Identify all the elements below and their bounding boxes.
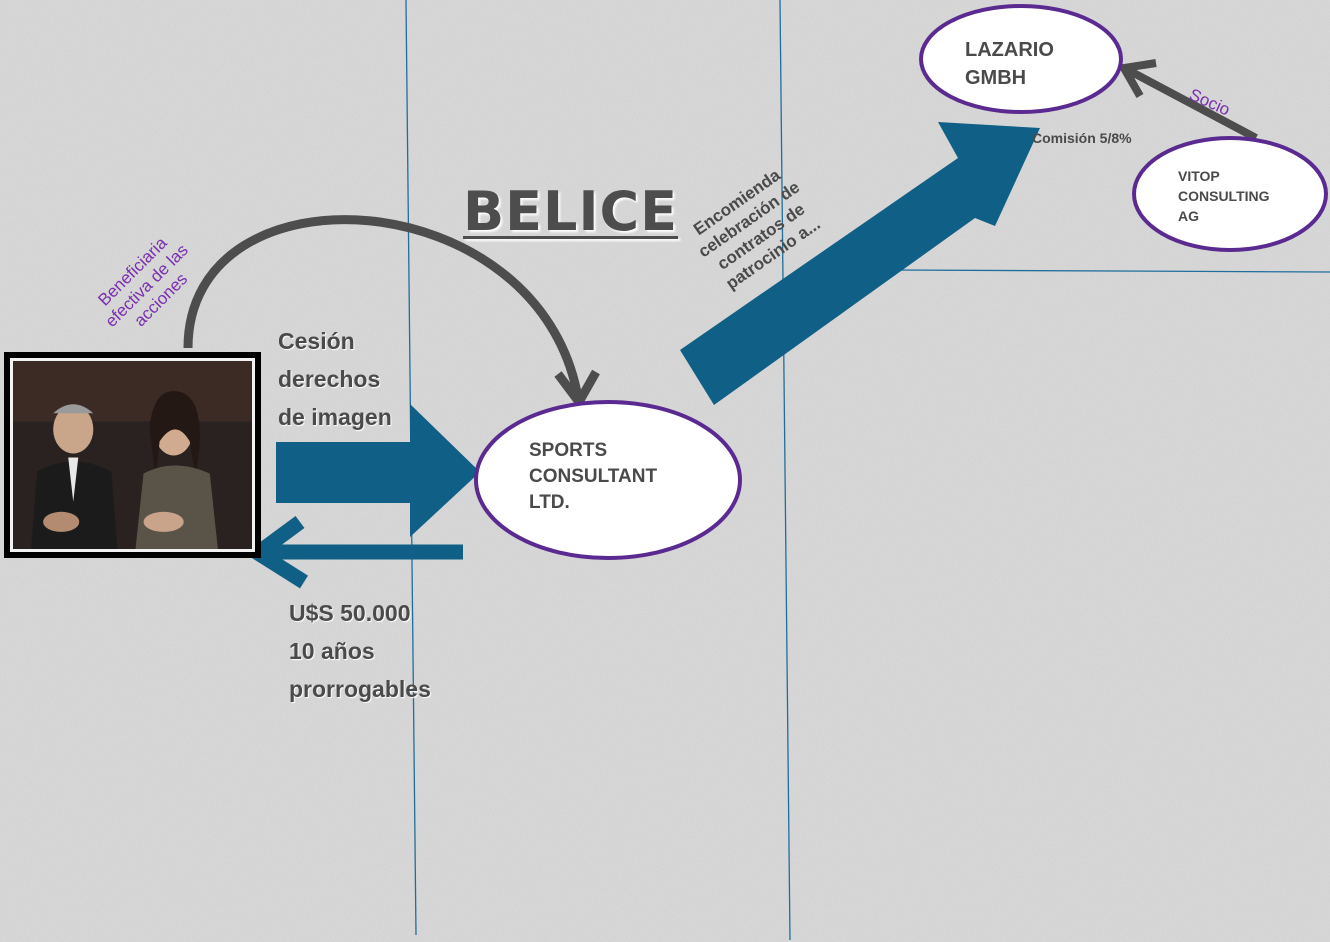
grid-line-horizontal: [892, 269, 1330, 273]
cesion-line-2: derechos: [278, 366, 381, 392]
lazario-text: LAZARIO GMBH: [965, 39, 1054, 89]
page-title: BELICE: [463, 180, 679, 243]
sports-consultant-text: SPORTS CONSULTANT LTD.: [529, 440, 658, 513]
encomienda-arrow: [680, 122, 1040, 405]
cesion-label: Cesión derechos de imagen: [278, 322, 392, 436]
cesion-line-1: Cesión: [278, 328, 355, 354]
payment-arrow: [244, 515, 463, 589]
payment-line-2: 10 años: [289, 638, 375, 664]
lazario-node: [919, 4, 1123, 114]
photo-of-two-people: [10, 358, 255, 552]
vitop-text: VITOP CONSULTING AG: [1178, 168, 1270, 224]
sports-consultant-node: [474, 400, 742, 560]
payment-line-3: prorrogables: [289, 676, 431, 702]
photo-frame: [4, 352, 261, 558]
vitop-node: [1132, 136, 1328, 252]
comision-label: Comisión 5/8%: [1032, 130, 1132, 146]
cesion-arrow: [276, 404, 480, 537]
payment-label: U$S 50.000 10 años prorrogables: [289, 594, 431, 708]
beneficiaria-curve-arrow: [183, 215, 583, 399]
cesion-line-3: de imagen: [278, 404, 392, 430]
socio-arrow: [1117, 59, 1258, 142]
grid-line-middle: [779, 0, 791, 941]
payment-line-1: U$S 50.000: [289, 600, 411, 626]
